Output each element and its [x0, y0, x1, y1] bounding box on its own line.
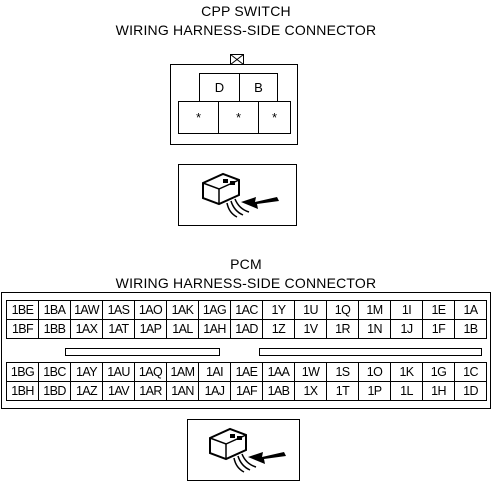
- connector-probe-icon: [202, 172, 279, 218]
- pcm-terminal: 1BA: [38, 300, 71, 320]
- pcm-terminal: 1P: [358, 381, 391, 401]
- pcm-terminal: 1J: [390, 319, 423, 339]
- pcm-terminal: 1BG: [6, 362, 39, 382]
- pcm-terminal: 1BB: [38, 319, 71, 339]
- pcm-terminal: 1X: [294, 381, 327, 401]
- pcm-terminal: 1S: [326, 362, 359, 382]
- pcm-terminal: 1AE: [230, 362, 263, 382]
- pcm-terminal: 1AX: [70, 319, 103, 339]
- pcm-terminal: 1AA: [262, 362, 295, 382]
- pcm-terminal: 1D: [454, 381, 487, 401]
- pcm-terminal: 1AN: [166, 381, 199, 401]
- pcm-terminal: 1M: [358, 300, 391, 320]
- pcm-terminal: 1AB: [262, 381, 295, 401]
- pcm-terminal: 1U: [294, 300, 327, 320]
- cpp-title-line1: CPP SWITCH: [201, 3, 291, 19]
- pcm-terminal: 1V: [294, 319, 327, 339]
- pcm-terminal: 1I: [390, 300, 423, 320]
- pcm-terminal: 1AV: [102, 381, 135, 401]
- pcm-terminal: 1BF: [6, 319, 39, 339]
- pcm-terminal: 1AY: [70, 362, 103, 382]
- cpp-probe-box: [178, 164, 297, 226]
- pcm-terminal: 1BE: [6, 300, 39, 320]
- pcm-terminal: 1BH: [6, 381, 39, 401]
- pcm-terminal: 1O: [358, 362, 391, 382]
- cpp-title-line2: WIRING HARNESS-SIDE CONNECTOR: [115, 22, 377, 38]
- pcm-terminal: 1AR: [134, 381, 167, 401]
- pcm-terminal: 1AL: [166, 319, 199, 339]
- cpp-terminal-unused: *: [218, 101, 259, 134]
- pcm-terminal: 1C: [454, 362, 487, 382]
- pcm-probe-box: [187, 419, 300, 481]
- pcm-terminal: 1AH: [198, 319, 231, 339]
- connector-probe-icon: [209, 427, 286, 473]
- pcm-terminal: 1AK: [166, 300, 199, 320]
- pcm-terminal: 1Z: [262, 319, 295, 339]
- pcm-title-line2: WIRING HARNESS-SIDE CONNECTOR: [115, 275, 377, 291]
- pcm-terminal: 1W: [294, 362, 327, 382]
- pcm-terminal: 1AM: [166, 362, 199, 382]
- cpp-terminal-unused: *: [258, 101, 291, 134]
- pcm-terminal: 1AQ: [134, 362, 167, 382]
- pcm-terminal: 1BC: [38, 362, 71, 382]
- pcm-terminal: 1AG: [198, 300, 231, 320]
- pcm-terminal: 1AS: [102, 300, 135, 320]
- pcm-terminal: 1T: [326, 381, 359, 401]
- pcm-key-left: [65, 348, 220, 356]
- pcm-terminal: 1AC: [230, 300, 263, 320]
- pcm-terminal: 1BD: [38, 381, 71, 401]
- cpp-terminal-unused: *: [178, 101, 219, 134]
- pcm-terminal: 1AI: [198, 362, 231, 382]
- pcm-terminal: 1B: [454, 319, 487, 339]
- pcm-key-right: [259, 348, 482, 356]
- pcm-terminal: 1K: [390, 362, 423, 382]
- pcm-terminal: 1AP: [134, 319, 167, 339]
- pcm-terminal: 1AJ: [198, 381, 231, 401]
- pcm-terminal: 1AD: [230, 319, 263, 339]
- connector-lock-icon: [230, 54, 244, 65]
- cpp-connector: D B * * *: [170, 64, 298, 145]
- pcm-terminal: 1R: [326, 319, 359, 339]
- pcm-terminal: 1Q: [326, 300, 359, 320]
- pcm-terminal: 1E: [422, 300, 455, 320]
- cpp-terminal-d: D: [199, 73, 240, 102]
- pcm-terminal: 1F: [422, 319, 455, 339]
- cpp-terminal-b: B: [239, 73, 278, 102]
- pcm-terminal: 1AU: [102, 362, 135, 382]
- pcm-terminal: 1L: [390, 381, 423, 401]
- pcm-terminal: 1Y: [262, 300, 295, 320]
- pcm-terminal: 1AW: [70, 300, 103, 320]
- pcm-terminal: 1AT: [102, 319, 135, 339]
- pcm-terminal: 1AF: [230, 381, 263, 401]
- pcm-terminal: 1G: [422, 362, 455, 382]
- pcm-terminal: 1AZ: [70, 381, 103, 401]
- pcm-terminal: 1N: [358, 319, 391, 339]
- pcm-terminal: 1A: [454, 300, 487, 320]
- pcm-terminal: 1AO: [134, 300, 167, 320]
- pcm-title-line1: PCM: [230, 256, 262, 272]
- pcm-terminal: 1H: [422, 381, 455, 401]
